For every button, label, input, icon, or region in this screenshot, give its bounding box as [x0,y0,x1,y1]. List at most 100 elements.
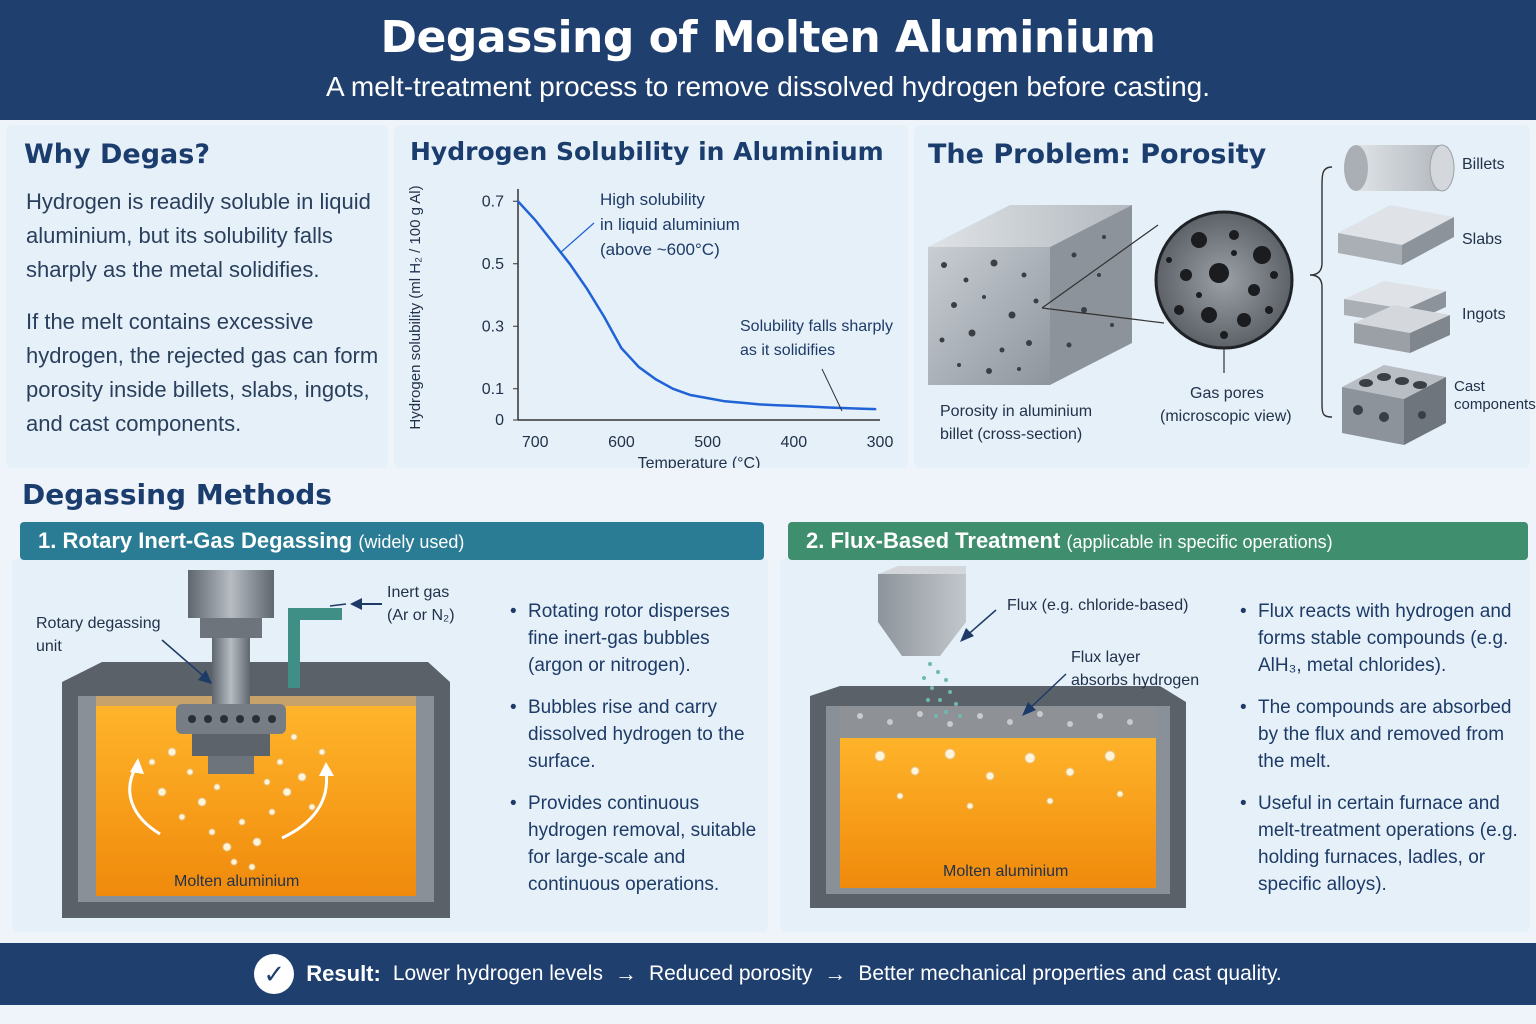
flux-layer-label-1: Flux layer [1071,649,1141,666]
rotary-unit-label-2: unit [36,638,62,655]
inert-gas-label-2: (Ar or N₂) [387,607,455,624]
why-paragraph-2: If the melt contains excessive hydrogen,… [26,309,379,436]
pores-caption-1: Gas pores [1190,385,1264,402]
annotation-low-line: as it solidifies [740,342,835,359]
flux-hopper-icon [878,566,966,656]
data-point [862,408,864,410]
result-step-3: Better mechanical properties and cast qu… [858,962,1282,985]
data-point [741,402,743,404]
flux-note: (applicable in specific operations) [1066,532,1333,552]
crucible-icon [62,662,450,918]
product-ingots: Ingots [1462,306,1506,323]
data-point [603,316,605,318]
rotary-bullet-3: Provides continuous hydrogen removal, su… [510,790,758,898]
product-slabs: Slabs [1462,231,1503,248]
y-axis-label: Hydrogen solubility (ml H₂ / 100 g Al) [407,185,424,429]
page-subtitle: A melt-treatment process to remove disso… [326,71,1210,102]
data-point [844,407,847,409]
y-tick-label: 0.1 [482,381,504,398]
data-point [689,394,692,396]
data-point [758,403,761,406]
cast-component-icon [1342,365,1446,445]
arrow-right-icon: → [824,961,847,986]
flux-treatment-illustration [810,566,1186,908]
porosity-title: The Problem: Porosity [928,139,1267,170]
rotary-heading-bar: 1. Rotary Inert-Gas Degassing (widely us… [20,522,764,560]
flux-bullet-3: Useful in certain furnace and melt-treat… [1240,790,1520,898]
x-tick-label: 700 [522,434,549,451]
data-point [724,400,726,403]
flux-bullet-2: The compounds are absorbed by the flux a… [1240,694,1520,775]
data-point [793,405,795,407]
rotary-melt-label: Molten aluminium [174,873,300,890]
data-point [827,406,830,409]
y-tick-label: 0.7 [482,193,504,210]
solubility-curve [517,200,876,411]
rotor-shaft-icon [176,570,286,774]
y-tick-label: 0 [495,412,504,429]
gas-pipe-icon [288,608,342,688]
data-point [586,288,588,290]
check-icon: ✓ [254,954,295,994]
why-paragraph-1: Hydrogen is readily soluble in liquid al… [26,189,371,282]
billet-caption-2: billet (cross-section) [940,426,1083,443]
data-point [637,366,640,368]
flux-heading: 2. Flux-Based Treatment [806,528,1061,553]
rotary-bullet-2: Bubbles rise and carry dissolved hydroge… [510,694,758,775]
x-tick-label: 400 [780,434,807,451]
result-label: Result: [306,961,381,986]
flux-label: Flux (e.g. chloride-based) [1007,597,1189,614]
data-point [551,241,554,243]
data-point [706,397,709,399]
flux-layer-label-2: absorbs hydrogen [1071,672,1200,689]
annotation-high-line: High solubility [600,190,705,209]
result-step-2: Reduced porosity [648,962,813,985]
data-point [672,388,674,390]
annotation-high-line: in liquid aluminium [600,215,740,234]
rotary-note: (widely used) [358,532,465,552]
pores-caption-2: (microscopic view) [1160,408,1292,425]
x-tick-label: 500 [694,434,721,451]
rotary-bullet-list: Rotating rotor disperses fine inert-gas … [510,598,758,913]
flux-bullet-list: Flux reacts with hydrogen and forms stab… [1240,598,1520,913]
microscopic-pores-icon [1154,210,1294,350]
porous-billet-icon [928,205,1132,385]
why-text: Hydrogen is readily soluble in liquid al… [26,185,386,441]
data-point [620,347,623,349]
billet-product-icon [1344,144,1455,192]
billet-caption-1: Porosity in aluminium [940,403,1093,420]
header: Degassing of Molten Aluminium A melt-tre… [0,0,1536,120]
data-point [775,404,778,407]
why-title: Why Degas? [24,139,211,170]
x-tick-label: 300 [867,434,894,451]
flux-crucible-icon [810,686,1186,908]
arrow-right-icon: → [614,961,637,986]
flux-melt-label: Molten aluminium [943,863,1069,880]
x-axis-label: Temperature (°C) [638,455,761,468]
flux-heading-bar: 2. Flux-Based Treatment (applicable in s… [788,522,1528,560]
result-step-1: Lower hydrogen levels [392,962,603,985]
product-billets: Billets [1462,156,1505,173]
solubility-title: Hydrogen Solubility in Aluminium [410,137,884,166]
flux-bullet-1: Flux reacts with hydrogen and forms stab… [1240,598,1520,679]
result-footer: ✓ Result: Lower hydrogen levels → Reduce… [0,943,1536,1005]
inert-gas-label-1: Inert gas [387,584,450,601]
x-tick-label: 600 [608,434,635,451]
porosity-illustration [928,144,1455,445]
annotation-high-pointer [559,222,595,254]
porosity-panel: The Problem: Porosity [914,125,1536,468]
data-point [655,378,657,381]
rotary-degasser-illustration [62,570,450,918]
annotation-low-line: Solubility falls sharply [740,318,893,335]
data-point [874,408,877,410]
rotary-bullet-1: Rotating rotor disperses fine inert-gas … [510,598,758,679]
annotation-high-line: (above ~600°C) [600,240,720,259]
rotary-unit-label-1: Rotary degassing [36,615,161,632]
product-cast-components: Cast components [1454,378,1536,413]
slab-product-icon [1338,205,1454,265]
data-point [534,219,536,221]
rotary-heading: 1. Rotary Inert-Gas Degassing [38,528,353,553]
y-tick-label: 0.3 [482,318,504,335]
